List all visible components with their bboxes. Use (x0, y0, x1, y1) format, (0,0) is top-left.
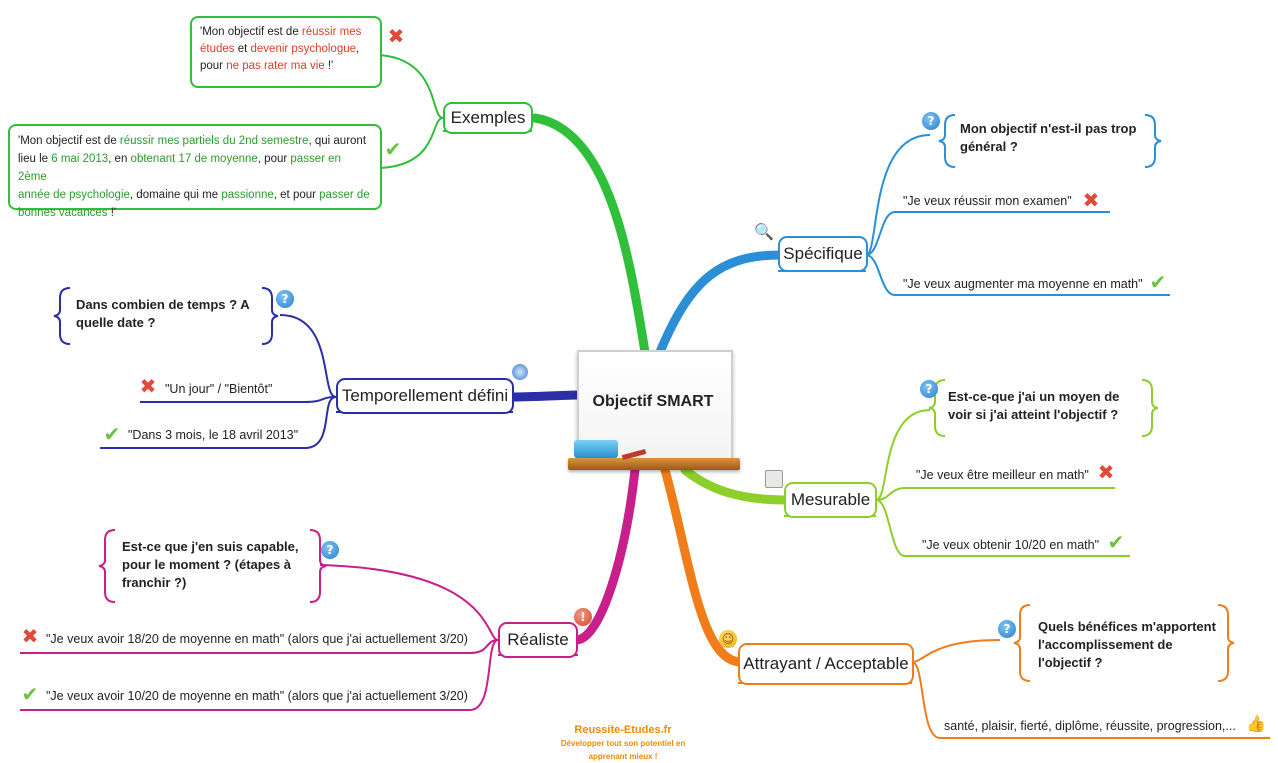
magnifier-icon: 🔍 (754, 221, 774, 241)
chart-icon (765, 470, 783, 488)
question-icon: ? (321, 541, 339, 559)
question-icon: ? (922, 112, 940, 130)
check-icon: ✔ (103, 422, 121, 446)
example-bad-quote: 'Mon objectif est de réussir mes études … (190, 16, 382, 88)
node-attrayant[interactable]: Attrayant / Acceptable (738, 643, 914, 685)
footer-site[interactable]: Reussite-Etudes.fr (574, 724, 672, 736)
node-temporel[interactable]: Temporellement défini (336, 378, 514, 414)
exclamation-icon: ! (574, 608, 592, 626)
check-icon: ✔ (1149, 270, 1167, 294)
node-mesurable[interactable]: Mesurable (784, 482, 877, 518)
stopwatch-icon (512, 364, 528, 380)
branch-attrayant (660, 465, 745, 667)
realiste-bad: "Je veux avoir 18/20 de moyenne en math"… (46, 632, 468, 646)
cross-icon: ✖ (1082, 188, 1100, 212)
tray-icon (574, 440, 618, 458)
specifique-bad: "Je veux réussir mon examen" (903, 194, 1072, 208)
temporel-question: Dans combien de temps ? A quelle date ? (76, 297, 250, 330)
mesurable-good: "Je veux obtenir 10/20 en math" (922, 538, 1100, 552)
cross-icon: ✖ (387, 24, 405, 48)
cross-icon: ✖ (139, 374, 157, 398)
branch-exemples (530, 113, 650, 357)
smiley-icon: ☺ (719, 630, 737, 648)
branch-realiste (571, 465, 640, 645)
branch-specifique (655, 250, 785, 357)
temporel-bad: "Un jour" / "Bientôt" (165, 382, 273, 396)
cross-icon: ✖ (1097, 460, 1115, 484)
footer-branding: Reussite-Etudes.fr Développer tout son p… (548, 724, 698, 763)
brace-specifique (938, 114, 1162, 168)
thumbs-up-icon: 👍 (1246, 713, 1266, 733)
attrayant-question: Quels bénéfices m'apportent l'accompliss… (1038, 619, 1216, 670)
node-exemples[interactable]: Exemples (443, 102, 533, 134)
cross-icon: ✖ (21, 624, 39, 648)
central-title: Objectif SMART (592, 393, 714, 410)
brace-attrayant (1013, 604, 1235, 682)
realiste-good: "Je veux avoir 10/20 de moyenne en math"… (46, 689, 468, 703)
footer-tagline-2: apprenant mieux ! (588, 752, 658, 761)
question-icon: ? (998, 620, 1016, 638)
branch-mesurable (680, 465, 791, 505)
brace-temporel (53, 287, 279, 345)
central-shelf (568, 458, 740, 470)
temporel-good: "Dans 3 mois, le 18 avril 2013" (128, 428, 299, 442)
check-icon: ✔ (21, 682, 39, 706)
example-good-quote: 'Mon objectif est de réussir mes partiel… (8, 124, 382, 219)
check-icon: ✔ (384, 137, 402, 161)
specifique-question: Mon objectif n'est-il pas trop général ? (960, 121, 1137, 154)
check-icon: ✔ (1107, 530, 1125, 554)
specifique-good: "Je veux augmenter ma moyenne en math" (903, 277, 1143, 291)
footer-tagline-1: Développer tout son potentiel en (560, 739, 686, 748)
brace-realiste (98, 529, 327, 603)
realiste-question: Est-ce que j'en suis capable, pour le mo… (122, 539, 299, 590)
node-specifique[interactable]: Spécifique (778, 236, 868, 272)
node-realiste[interactable]: Réaliste (498, 622, 578, 658)
mesurable-question: Est-ce-que j'ai un moyen de voir si j'ai… (948, 389, 1120, 422)
question-icon: ? (920, 380, 938, 398)
mesurable-bad: "Je veux être meilleur en math" (916, 468, 1089, 482)
question-icon: ? (276, 290, 294, 308)
attrayant-benefits: santé, plaisir, fierté, diplôme, réussit… (944, 719, 1236, 733)
branch-temporel (508, 390, 587, 402)
